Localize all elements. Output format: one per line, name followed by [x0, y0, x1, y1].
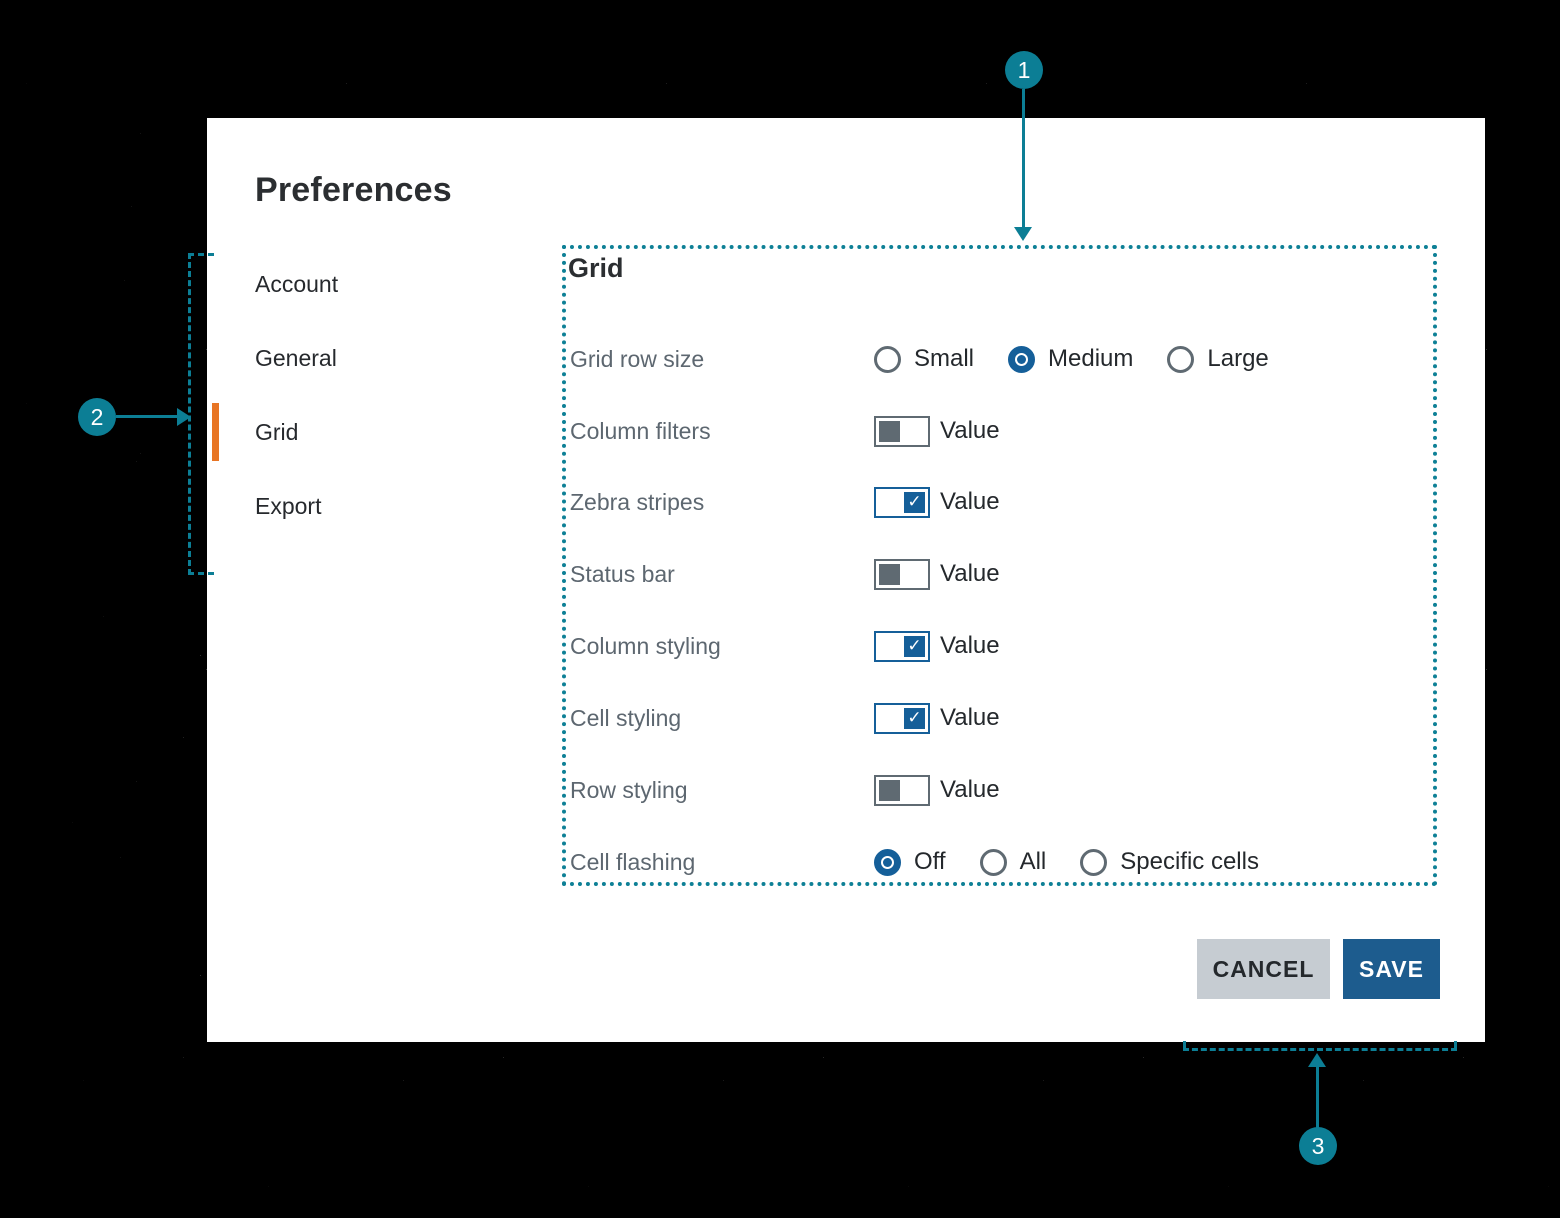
- setting-label: Cell styling: [570, 704, 682, 731]
- sidebar-item-label: Account: [255, 270, 339, 297]
- save-button[interactable]: SAVE: [1343, 939, 1440, 999]
- status-bar-toggle[interactable]: ✓: [874, 558, 930, 590]
- toggle-value-label: Value: [940, 417, 1000, 444]
- toggle-value-label: Value: [940, 632, 1000, 659]
- callout-2-arrow-line: [116, 415, 177, 418]
- setting-label: Status bar: [570, 560, 675, 587]
- sidebar-item-label: Grid: [255, 418, 299, 445]
- callout-2-highlight-region: [188, 253, 214, 575]
- setting-label: Cell flashing: [570, 848, 696, 875]
- callout-3-highlight-region: [1183, 1041, 1457, 1051]
- toggle-value-label: Value: [940, 488, 1000, 515]
- check-icon: ✓: [907, 636, 922, 655]
- radio-large[interactable]: [1167, 345, 1195, 373]
- grid-settings-panel: Grid Grid row size Small Medium Large Co…: [562, 245, 1437, 886]
- sidebar-item-label: Export: [255, 492, 322, 519]
- setting-row-cell-styling: Cell styling ✓ Value: [570, 695, 1429, 741]
- radio-label-small: Small: [914, 345, 975, 372]
- setting-row-column-filters: Column filters ✓ Value: [570, 408, 1429, 454]
- sidebar-item-label: General: [255, 344, 337, 371]
- setting-label: Column styling: [570, 632, 721, 659]
- active-tab-indicator: [212, 403, 219, 461]
- arrow-down-icon: [1014, 227, 1032, 241]
- setting-row-row-styling: Row styling ✓ Value: [570, 767, 1429, 813]
- cancel-button[interactable]: CANCEL: [1197, 939, 1330, 999]
- sidebar: Account General Grid Export: [207, 247, 562, 543]
- toggle-value-label: Value: [940, 704, 1000, 731]
- setting-label: Row styling: [570, 776, 688, 803]
- arrow-up-icon: [1308, 1053, 1326, 1067]
- setting-row-status-bar: Status bar ✓ Value: [570, 551, 1429, 597]
- zebra-stripes-toggle[interactable]: ✓: [874, 486, 930, 518]
- dialog-title: Preferences: [255, 171, 452, 209]
- grid-row-size-radio-group: Small Medium Large: [874, 345, 1303, 373]
- setting-label: Zebra stripes: [570, 488, 705, 515]
- row-styling-toggle[interactable]: ✓: [874, 774, 930, 806]
- sidebar-item-grid[interactable]: Grid: [207, 395, 562, 469]
- callout-1-badge: 1: [1005, 51, 1043, 89]
- radio-specific-cells[interactable]: [1080, 848, 1108, 876]
- toggle-thumb: ✓: [904, 635, 925, 657]
- panel-heading: Grid: [568, 253, 624, 283]
- setting-row-cell-flashing: Cell flashing Off All Specific cells: [570, 839, 1429, 885]
- toggle-thumb: ✓: [879, 779, 900, 801]
- radio-label-large: Large: [1207, 345, 1269, 372]
- radio-label-medium: Medium: [1048, 345, 1134, 372]
- radio-label-specific-cells: Specific cells: [1120, 848, 1259, 875]
- radio-label-off: Off: [914, 848, 946, 875]
- sidebar-item-general[interactable]: General: [207, 321, 562, 395]
- toggle-value-label: Value: [940, 560, 1000, 587]
- cell-flashing-radio-group: Off All Specific cells: [874, 848, 1293, 876]
- toggle-thumb: ✓: [904, 491, 925, 513]
- radio-small[interactable]: [874, 345, 901, 373]
- callout-3-badge: 3: [1299, 1127, 1337, 1165]
- check-icon: ✓: [907, 708, 922, 727]
- toggle-thumb: ✓: [879, 563, 900, 585]
- callout-1-arrow-line: [1022, 89, 1025, 228]
- callout-2-badge: 2: [78, 398, 116, 436]
- toggle-value-label: Value: [940, 776, 1000, 803]
- radio-off[interactable]: [874, 848, 901, 876]
- arrow-right-icon: [177, 408, 191, 426]
- radio-label-all: All: [1019, 848, 1047, 875]
- column-styling-toggle[interactable]: ✓: [874, 630, 930, 662]
- radio-medium[interactable]: [1008, 345, 1036, 373]
- cell-styling-toggle[interactable]: ✓: [874, 702, 930, 734]
- callout-3-arrow-line: [1316, 1067, 1319, 1128]
- radio-all[interactable]: [979, 848, 1007, 876]
- setting-row-zebra-stripes: Zebra stripes ✓ Value: [570, 479, 1429, 525]
- preferences-dialog: Preferences Account General Grid Export …: [207, 118, 1485, 1042]
- setting-row-column-styling: Column styling ✓ Value: [570, 623, 1429, 669]
- setting-label: Grid row size: [570, 345, 705, 372]
- setting-row-grid-row-size: Grid row size Small Medium Large: [570, 336, 1429, 382]
- toggle-thumb: ✓: [904, 707, 925, 729]
- setting-label: Column filters: [570, 417, 711, 444]
- column-filters-toggle[interactable]: ✓: [874, 415, 930, 447]
- sidebar-item-export[interactable]: Export: [207, 469, 562, 543]
- check-icon: ✓: [907, 492, 922, 511]
- toggle-thumb: ✓: [879, 420, 900, 442]
- sidebar-item-account[interactable]: Account: [207, 247, 562, 321]
